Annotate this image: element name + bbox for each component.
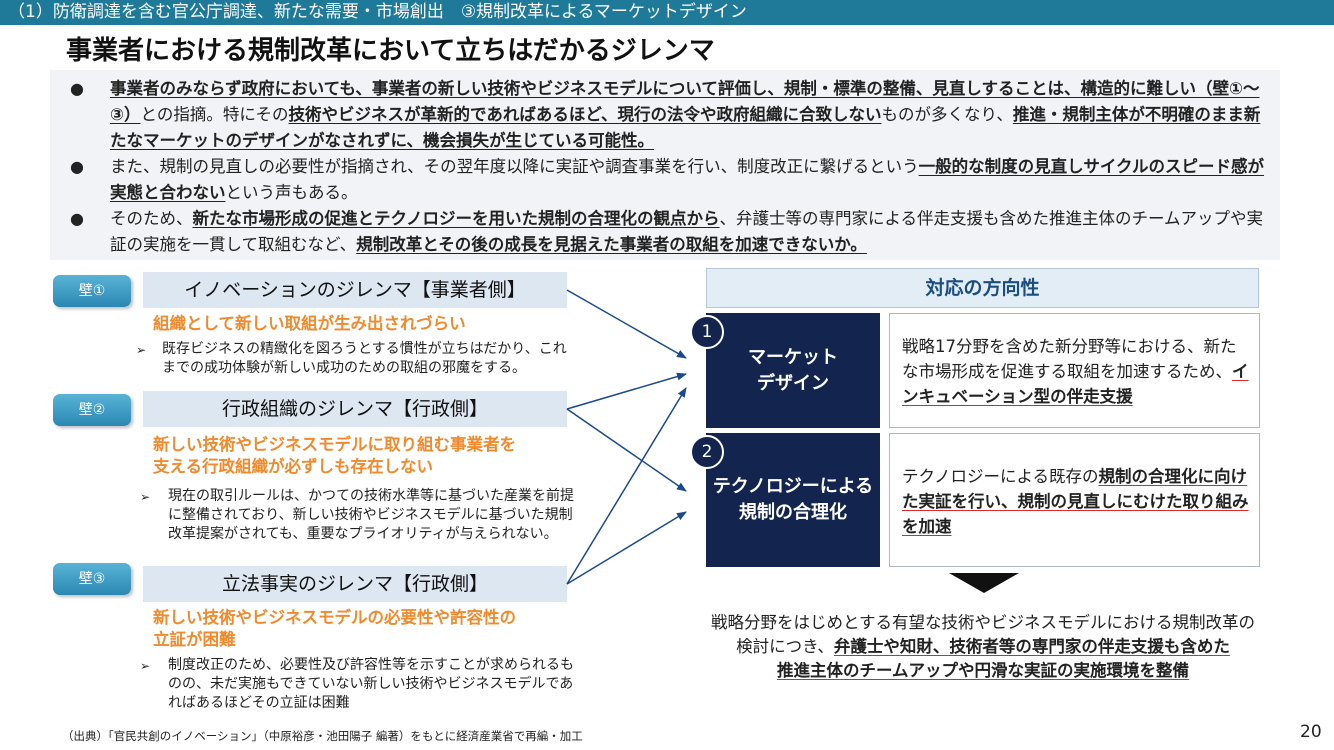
wall-2-note: 現在の取引ルールは、かつての技術水準等に基づいた産業を前提に整備されており、新し… — [168, 488, 574, 542]
wall-2-title: 行政組織のジレンマ【行政側】 — [143, 391, 567, 427]
emphasis-text: 一般的な制度の見直しサイクルのスピード感が実態と合わない — [110, 157, 1265, 202]
direction-1-label: マーケットデザイン — [706, 313, 880, 428]
wall-3-title: 立法事実のジレンマ【行政側】 — [143, 566, 567, 602]
plain-text: 戦略17分野を含めた新分野等における、新たな市場形成を促進する取組を加速するため… — [902, 337, 1237, 381]
conclusion-line: 戦略分野をはじめとする有望な技術やビジネスモデルにおける規制改革の — [710, 613, 1255, 632]
emphasis-text: 弁護士や知財、技術者等の専門家の伴走支援も含めた — [833, 637, 1230, 656]
emphasis-text: インキュベーション型の伴走支援 — [902, 362, 1249, 406]
plain-text: そのため、 — [110, 209, 193, 228]
direction-1-number: 1 — [690, 315, 724, 349]
plain-text: テクノロジーによる既存の — [902, 467, 1099, 486]
summary-bullet-3: そのため、新たな市場形成の促進とテクノロジーを用いた規制の合理化の観点から、弁護… — [110, 206, 1270, 258]
wall-3-note: 制度改正のため、必要性及び許容性等を示すことが求められるものの、未だ実施もできて… — [168, 657, 574, 711]
arrow-wall2-to-market — [566, 372, 687, 410]
plain-text: 、弁護士等の専門家による伴走支援も含めた推進主体のチームアップや実証の実施を一貫… — [110, 209, 1264, 254]
arrow-wall2-to-tech — [566, 408, 687, 492]
summary-bullet-2: また、規制の見直しの必要性が指摘され、その翌年度以降に実証や調査事業を行い、制度… — [110, 154, 1270, 206]
summary-box: ● 事業者のみならず政府においても、事業者の新しい技術やビジネスモデルについて評… — [50, 70, 1280, 260]
down-arrow-icon — [949, 573, 1019, 593]
arrow-bullet-icon: ➢ — [140, 490, 151, 504]
plain-text: という声もある。 — [225, 183, 358, 202]
label-line: 規制の合理化 — [738, 502, 847, 523]
arrow-bullet-icon: ➢ — [136, 343, 147, 357]
issue-line: 新しい技術やビジネスモデルに取り組む事業者を — [153, 435, 516, 454]
direction-2-desc: テクノロジーによる既存の規制の合理化に向けた実証を行い、規制の見直しにむけた取り… — [889, 433, 1260, 567]
issue-line: 立証が困難 — [153, 630, 236, 649]
label-line: デザイン — [757, 372, 829, 394]
direction-2-number: 2 — [690, 435, 724, 469]
wall-1-tag: 壁① — [53, 275, 131, 307]
label-line: テクノロジーによる — [712, 476, 874, 497]
page-number: 20 — [1300, 722, 1322, 742]
page-title: 事業者における規制改革において立ちはだかるジレンマ — [66, 36, 715, 66]
source-note: （出典）「官民共創のイノベーション」（中原裕彦・池田陽子 編著）をもとに経済産業… — [62, 729, 583, 743]
emphasis-text: 推進・規制主体が不明確のまま新たなマーケットのデザインがなされずに、機会損失が生… — [110, 105, 1261, 150]
emphasis-text: 規制の合理化に向けた実証を行い、規制の見直しにむけた取り組みを加速 — [902, 467, 1249, 536]
arrow-wall3-to-market — [566, 387, 687, 585]
wall-2-tag: 壁② — [53, 394, 131, 426]
bullet-dot: ● — [70, 209, 84, 228]
wall-3-issue: 新しい技術やビジネスモデルの必要性や許容性の立証が困難 — [153, 607, 516, 651]
emphasis-text: 推進主体のチームアップや円滑な実証の実施環境を整備 — [776, 661, 1189, 680]
section-header-bar: （1）防衛調達を含む官公庁調達、新たな需要・市場創出 ③規制改革によるマーケット… — [0, 0, 1334, 25]
direction-header: 対応の方向性 — [706, 268, 1259, 308]
plain-text: ものが多くなり、 — [881, 105, 1013, 124]
direction-1-desc: 戦略17分野を含めた新分野等における、新たな市場形成を促進する取組を加速するため… — [889, 313, 1260, 428]
emphasis-text: 技術やビジネスが革新的であればあるほど、現行の法令や政府組織に合致しない — [288, 105, 882, 124]
arrow-wall1-to-market — [566, 289, 687, 359]
conclusion-line: 推進主体のチームアップや円滑な実証の実施環境を整備 — [700, 659, 1266, 683]
wall-1-note: 既存ビジネスの精緻化を図ろうとする慣性が立ちはだかり、これまでの成功体験が新しい… — [162, 341, 567, 376]
direction-2-label: テクノロジーによる規制の合理化 — [706, 433, 880, 567]
emphasis-text: 規制改革とその後の成長を見据えた事業者の取組を加速できないか。 — [356, 235, 867, 254]
wall-3-tag: 壁③ — [53, 563, 131, 595]
arrow-bullet-icon: ➢ — [140, 659, 151, 673]
emphasis-text: 事業者のみならず政府においても、事業者の新しい技術やビジネスモデルについて評価し… — [110, 79, 1260, 124]
issue-line: 新しい技術やビジネスモデルの必要性や許容性の — [153, 608, 516, 627]
conclusion-line: 検討につき、弁護士や知財、技術者等の専門家の伴走支援も含めた — [700, 635, 1266, 659]
arrow-wall3-to-tech — [566, 511, 687, 585]
bullet-dot: ● — [70, 157, 84, 176]
plain-text: また、規制の見直しの必要性が指摘され、その翌年度以降に実証や調査事業を行い、制度… — [110, 157, 919, 176]
wall-1-issue: 組織として新しい取組が生み出されづらい — [153, 314, 466, 333]
plain-text: との指摘。特にその — [140, 105, 289, 124]
conclusion-text: 戦略分野をはじめとする有望な技術やビジネスモデルにおける規制改革の 検討につき、… — [700, 611, 1266, 683]
emphasis-text: 新たな市場形成の促進とテクノロジーを用いた規制の合理化の観点から — [192, 209, 720, 228]
label-line: マーケット — [748, 346, 838, 368]
plain-text: 検討につき、 — [736, 637, 834, 656]
issue-line: 支える行政組織が必ずしも存在しない — [153, 457, 434, 476]
wall-1-title: イノベーションのジレンマ【事業者側】 — [143, 272, 567, 308]
bullet-dot: ● — [70, 79, 84, 98]
summary-bullet-1: 事業者のみならず政府においても、事業者の新しい技術やビジネスモデルについて評価し… — [110, 76, 1270, 154]
wall-2-issue: 新しい技術やビジネスモデルに取り組む事業者を支える行政組織が必ずしも存在しない — [153, 434, 516, 478]
